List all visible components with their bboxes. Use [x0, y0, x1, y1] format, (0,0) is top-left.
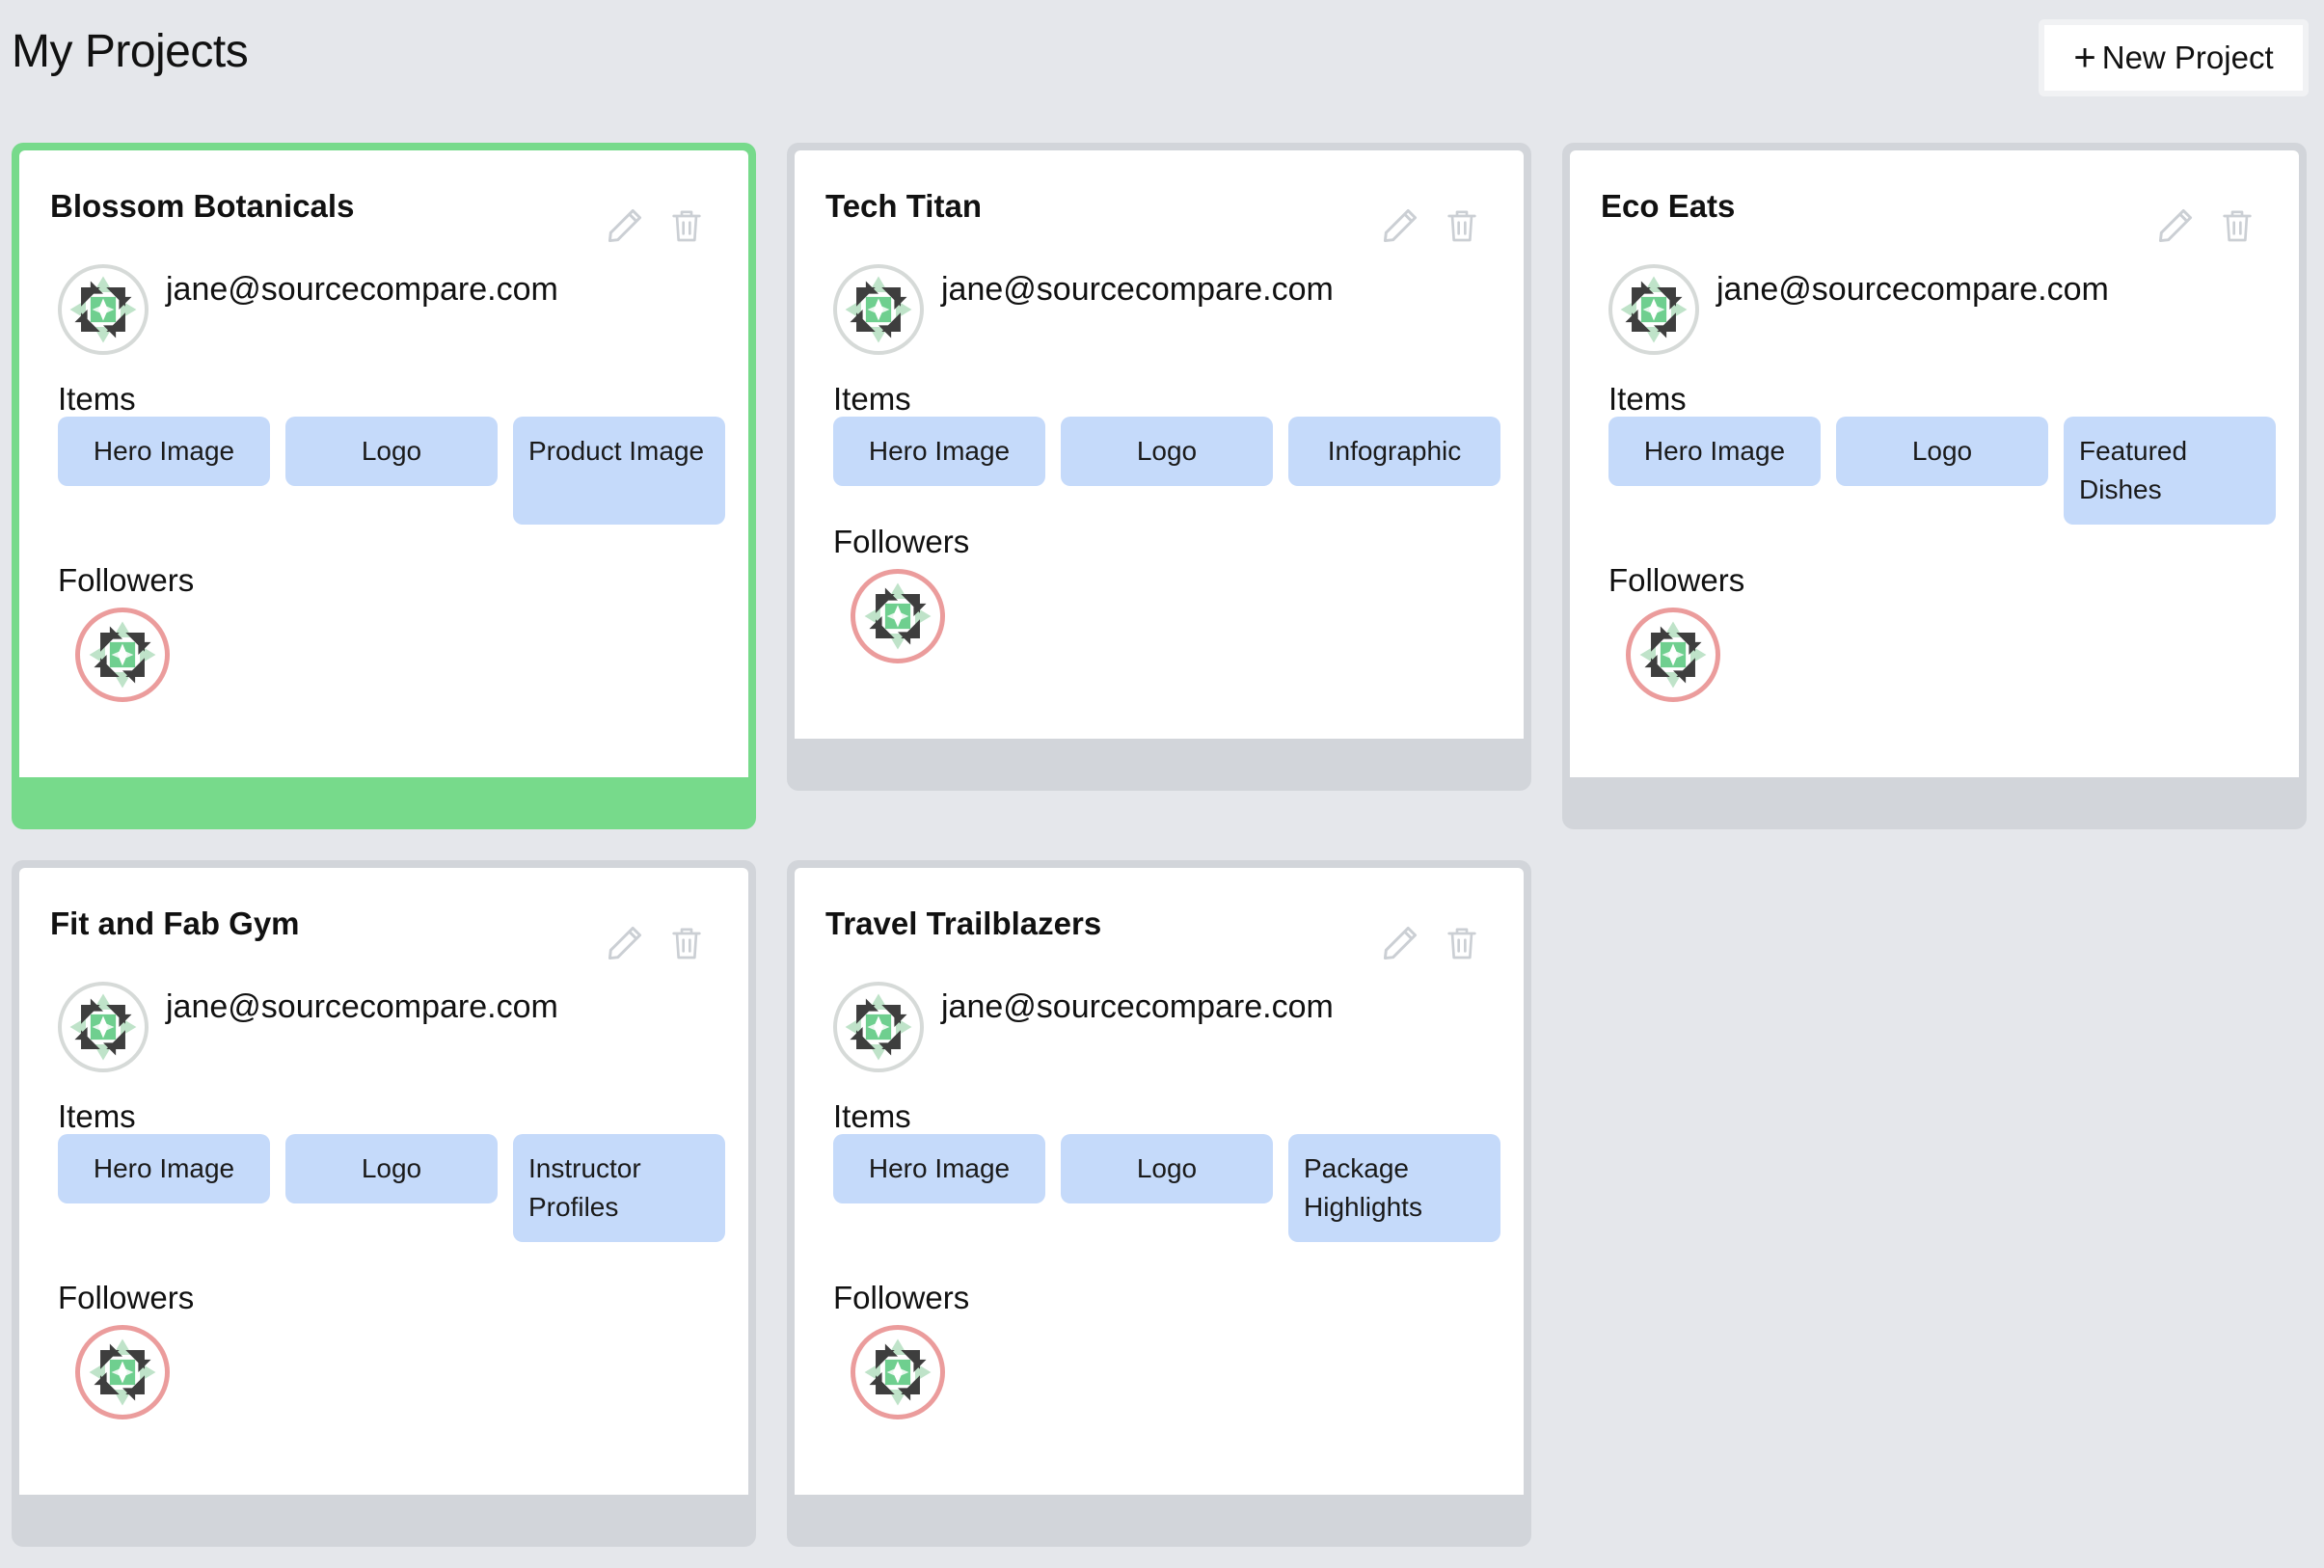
item-chip[interactable]: Hero Image	[58, 1134, 270, 1203]
project-card-body: Fit and Fab Gym jane@sourcecompare.com I…	[19, 868, 748, 1495]
avatar	[833, 264, 924, 355]
trash-icon[interactable]	[665, 920, 708, 966]
project-title: Tech Titan	[825, 188, 982, 224]
followers-label: Followers	[58, 1280, 195, 1315]
items-label: Items	[833, 1098, 911, 1134]
owner-email: jane@sourcecompare.com	[941, 988, 1334, 1025]
project-title: Travel Trailblazers	[825, 906, 1102, 941]
item-chip[interactable]: Logo	[285, 1134, 498, 1203]
item-chip[interactable]: Hero Image	[1608, 417, 1821, 486]
items-label: Items	[58, 1098, 136, 1134]
follower-avatar[interactable]	[75, 608, 170, 702]
pencil-icon[interactable]	[1379, 203, 1421, 249]
followers-label: Followers	[833, 1280, 970, 1315]
item-chip[interactable]: Instructor Profiles	[513, 1134, 725, 1242]
avatar	[58, 982, 149, 1072]
item-chip[interactable]: Package Highlights	[1288, 1134, 1500, 1242]
avatar	[833, 982, 924, 1072]
pencil-icon[interactable]	[2154, 203, 2197, 249]
trash-icon[interactable]	[665, 203, 708, 249]
item-chip[interactable]: Hero Image	[833, 1134, 1045, 1203]
items-label: Items	[833, 381, 911, 417]
items-label: Items	[1608, 381, 1687, 417]
project-title: Fit and Fab Gym	[50, 906, 300, 941]
project-card-body: Eco Eats jane@sourcecompare.com Items He…	[1570, 150, 2299, 777]
items-label: Items	[58, 381, 136, 417]
item-chip[interactable]: Logo	[285, 417, 498, 486]
owner-email: jane@sourcecompare.com	[1716, 271, 2109, 308]
follower-avatar[interactable]	[851, 569, 945, 663]
owner-email: jane@sourcecompare.com	[941, 271, 1334, 308]
pencil-icon[interactable]	[1379, 920, 1421, 966]
project-title: Eco Eats	[1601, 188, 1736, 224]
follower-avatar[interactable]	[1626, 608, 1720, 702]
follower-avatar[interactable]	[75, 1325, 170, 1419]
item-chip[interactable]: Hero Image	[833, 417, 1045, 486]
page-title: My Projects	[12, 26, 249, 77]
owner-email: jane@sourcecompare.com	[166, 988, 558, 1025]
new-project-button[interactable]: + New Project	[2039, 19, 2309, 96]
avatar	[58, 264, 149, 355]
item-chip[interactable]: Product Image	[513, 417, 725, 525]
item-chip[interactable]: Infographic	[1288, 417, 1500, 486]
follower-avatar[interactable]	[851, 1325, 945, 1419]
trash-icon[interactable]	[2216, 203, 2258, 249]
item-chip[interactable]: Logo	[1061, 417, 1273, 486]
item-chip[interactable]: Logo	[1061, 1134, 1273, 1203]
project-card-body: Blossom Botanicals jane@sourcecompare.co…	[19, 150, 748, 777]
pencil-icon[interactable]	[604, 920, 646, 966]
followers-label: Followers	[1608, 562, 1745, 598]
item-chip[interactable]: Hero Image	[58, 417, 270, 486]
new-project-label: New Project	[2101, 40, 2274, 75]
project-card-body: Travel Trailblazers jane@sourcecompare.c…	[795, 868, 1524, 1495]
project-card-body: Tech Titan jane@sourcecompare.com Items …	[795, 150, 1524, 739]
project-card[interactable]: Travel Trailblazers jane@sourcecompare.c…	[787, 860, 1531, 1547]
plus-icon: +	[2073, 37, 2096, 79]
project-card[interactable]: Blossom Botanicals jane@sourcecompare.co…	[12, 143, 756, 829]
trash-icon[interactable]	[1441, 920, 1483, 966]
followers-label: Followers	[58, 562, 195, 598]
item-chip[interactable]: Featured Dishes	[2064, 417, 2276, 525]
owner-email: jane@sourcecompare.com	[166, 271, 558, 308]
trash-icon[interactable]	[1441, 203, 1483, 249]
project-card[interactable]: Fit and Fab Gym jane@sourcecompare.com I…	[12, 860, 756, 1547]
project-title: Blossom Botanicals	[50, 188, 355, 224]
item-chip[interactable]: Logo	[1836, 417, 2048, 486]
avatar	[1608, 264, 1699, 355]
followers-label: Followers	[833, 524, 970, 559]
project-card[interactable]: Eco Eats jane@sourcecompare.com Items He…	[1562, 143, 2307, 829]
project-card[interactable]: Tech Titan jane@sourcecompare.com Items …	[787, 143, 1531, 791]
pencil-icon[interactable]	[604, 203, 646, 249]
